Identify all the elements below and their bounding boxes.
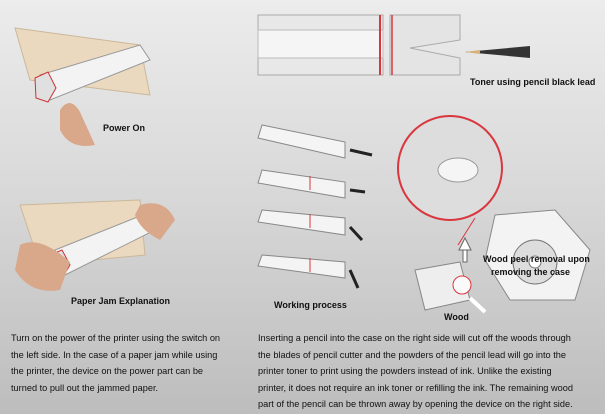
wood-label: Wood xyxy=(444,312,469,322)
power-on-illustration xyxy=(14,27,151,146)
step-3 xyxy=(257,209,364,242)
magnified-detail xyxy=(397,115,503,246)
right-line: part of the pencil can be thrown away by… xyxy=(258,399,573,409)
paper-jam-illustration xyxy=(15,199,175,291)
left-line: turned to pull out the jammed paper. xyxy=(11,382,159,393)
paper-jam-label: Paper Jam Explanation xyxy=(71,296,171,306)
left-line: the printer, the device on the power par… xyxy=(11,366,204,376)
working-process-illustration xyxy=(257,124,373,289)
right-line: Inserting a pencil into the case on the … xyxy=(258,333,571,343)
power-on-label: Power On xyxy=(103,123,146,133)
right-line: printer, it does not require an ink tone… xyxy=(258,382,573,393)
right-line: printer toner to print using the powders… xyxy=(258,366,552,376)
left-line: the left side. In the case of a paper ja… xyxy=(11,349,218,360)
wood-peel-line-2: removing the case xyxy=(491,267,571,277)
right-line: the blades of pencil cutter and the powd… xyxy=(258,349,566,360)
wood-peel-line-1: Wood peel removal upon xyxy=(483,254,590,264)
right-description: Inserting a pencil into the case on the … xyxy=(258,330,573,413)
step-2 xyxy=(257,169,366,199)
working-process-label: Working process xyxy=(274,300,347,310)
toner-label: Toner using pencil black lead xyxy=(470,77,596,87)
step-1 xyxy=(257,124,373,159)
wood-peel-label: Wood peel removal upon removing the case xyxy=(483,253,590,279)
toner-cross-section xyxy=(257,14,530,76)
left-line: Turn on the power of the printer using t… xyxy=(11,333,221,343)
opened-case-illustration xyxy=(414,209,591,314)
step-4 xyxy=(257,254,360,289)
left-description: Turn on the power of the printer using t… xyxy=(11,330,220,396)
